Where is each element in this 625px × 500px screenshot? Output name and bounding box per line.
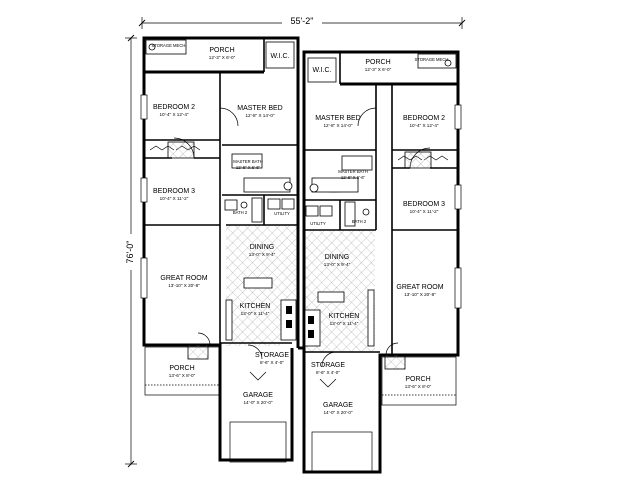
interior-walls xyxy=(144,38,458,355)
left-master-bed-size: 12'-8" X 14'-0" xyxy=(245,113,274,118)
right-master-bed-size: 12'-8" X 14'-0" xyxy=(323,123,352,128)
right-dining-size: 13'-0" X 9'-4" xyxy=(324,262,351,267)
left-bedroom2-name: BEDROOM 2 xyxy=(153,104,195,111)
right-garage-size: 14'-0" X 20'-0" xyxy=(323,410,352,415)
right-bedroom3-name: BEDROOM 3 xyxy=(403,201,445,208)
right-storage-name: STORAGE xyxy=(311,362,345,369)
exterior-walls xyxy=(142,36,460,474)
right-great-room-size: 13'-10" X 20'-8" xyxy=(404,292,436,297)
left-master-bed-name: MASTER BED xyxy=(237,105,283,112)
left-great-room-name: GREAT ROOM xyxy=(160,275,207,282)
left-dining-size: 13'-0" X 9'-4" xyxy=(249,252,276,257)
right-dining-name: DINING xyxy=(325,254,350,261)
right-storage-size: 8'-6" X 4'-0" xyxy=(316,370,340,375)
right-wic-label: W.I.C. xyxy=(312,67,331,74)
windows xyxy=(140,94,462,309)
right-master-bath-size: 12'-8" X 6'-6" xyxy=(341,175,366,180)
left-wic-label: W.I.C. xyxy=(270,53,289,60)
left-master-bath-name: MASTER BATH xyxy=(233,159,262,164)
right-utility-label: UTILITY xyxy=(310,221,326,226)
right-bath2-label: BATH 2 xyxy=(352,219,367,224)
porches xyxy=(144,346,457,406)
left-dining-name: DINING xyxy=(250,244,275,251)
left-bedroom3-name: BEDROOM 3 xyxy=(153,188,195,195)
left-bedroom3-size: 10'-4" X 11'-2" xyxy=(160,196,189,201)
right-garage-name: GARAGE xyxy=(323,402,353,409)
left-porch-top-name: PORCH xyxy=(209,47,234,54)
left-kitchen-size: 13'-0" X 11'-4" xyxy=(241,311,270,316)
right-bedroom2-size: 10'-4" X 12'-4" xyxy=(409,123,438,128)
left-porch-bottom-size: 13'-6" X 8'-0" xyxy=(169,373,196,378)
right-master-bed-name: MASTER BED xyxy=(315,115,361,122)
left-bath2-label: BATH 2 xyxy=(233,210,248,215)
left-storage-mech-label: STORAGE MECH. xyxy=(151,43,186,48)
right-master-bath-name: MASTER BATH xyxy=(338,169,367,174)
right-bedroom2-name: BEDROOM 2 xyxy=(403,115,445,122)
right-porch-bottom-name: PORCH xyxy=(405,376,430,383)
left-garage-size: 14'-0" X 20'-0" xyxy=(243,400,272,405)
right-tile-floor xyxy=(304,230,375,352)
right-storage-mech-label: STORAGE MECH. xyxy=(414,57,449,62)
left-kitchen-name: KITCHEN xyxy=(240,303,271,310)
depth-dimension-label: 76'-0" xyxy=(125,241,135,264)
right-kitchen-size: 13'-0" X 11'-4" xyxy=(330,321,359,326)
left-garage-name: GARAGE xyxy=(243,392,273,399)
left-utility-label: UTILITY xyxy=(274,211,290,216)
left-great-room-size: 13'-10" X 20'-8" xyxy=(168,283,200,288)
garage-doors xyxy=(229,421,373,473)
right-porch-bottom-size: 13'-6" X 8'-0" xyxy=(405,384,432,389)
right-porch-top-name: PORCH xyxy=(365,59,390,66)
right-bedroom3-size: 10'-4" X 11'-2" xyxy=(410,209,439,214)
fixtures xyxy=(145,39,457,370)
left-storage-size: 8'-6" X 4'-0" xyxy=(260,360,284,365)
left-porch-bottom-name: PORCH xyxy=(169,365,194,372)
width-dimension-label: 55'-2" xyxy=(291,16,314,26)
left-porch-top-size: 12'-3" X 6'-0" xyxy=(209,55,236,60)
left-storage-name: STORAGE xyxy=(255,352,289,359)
left-master-bath-size: 12'-8" X 6'-6" xyxy=(236,165,261,170)
right-kitchen-name: KITCHEN xyxy=(329,313,360,320)
right-porch-top-size: 12'-3" X 6'-0" xyxy=(365,67,392,72)
right-great-room-name: GREAT ROOM xyxy=(396,284,443,291)
left-bedroom2-size: 10'-4" X 12'-4" xyxy=(159,112,188,117)
